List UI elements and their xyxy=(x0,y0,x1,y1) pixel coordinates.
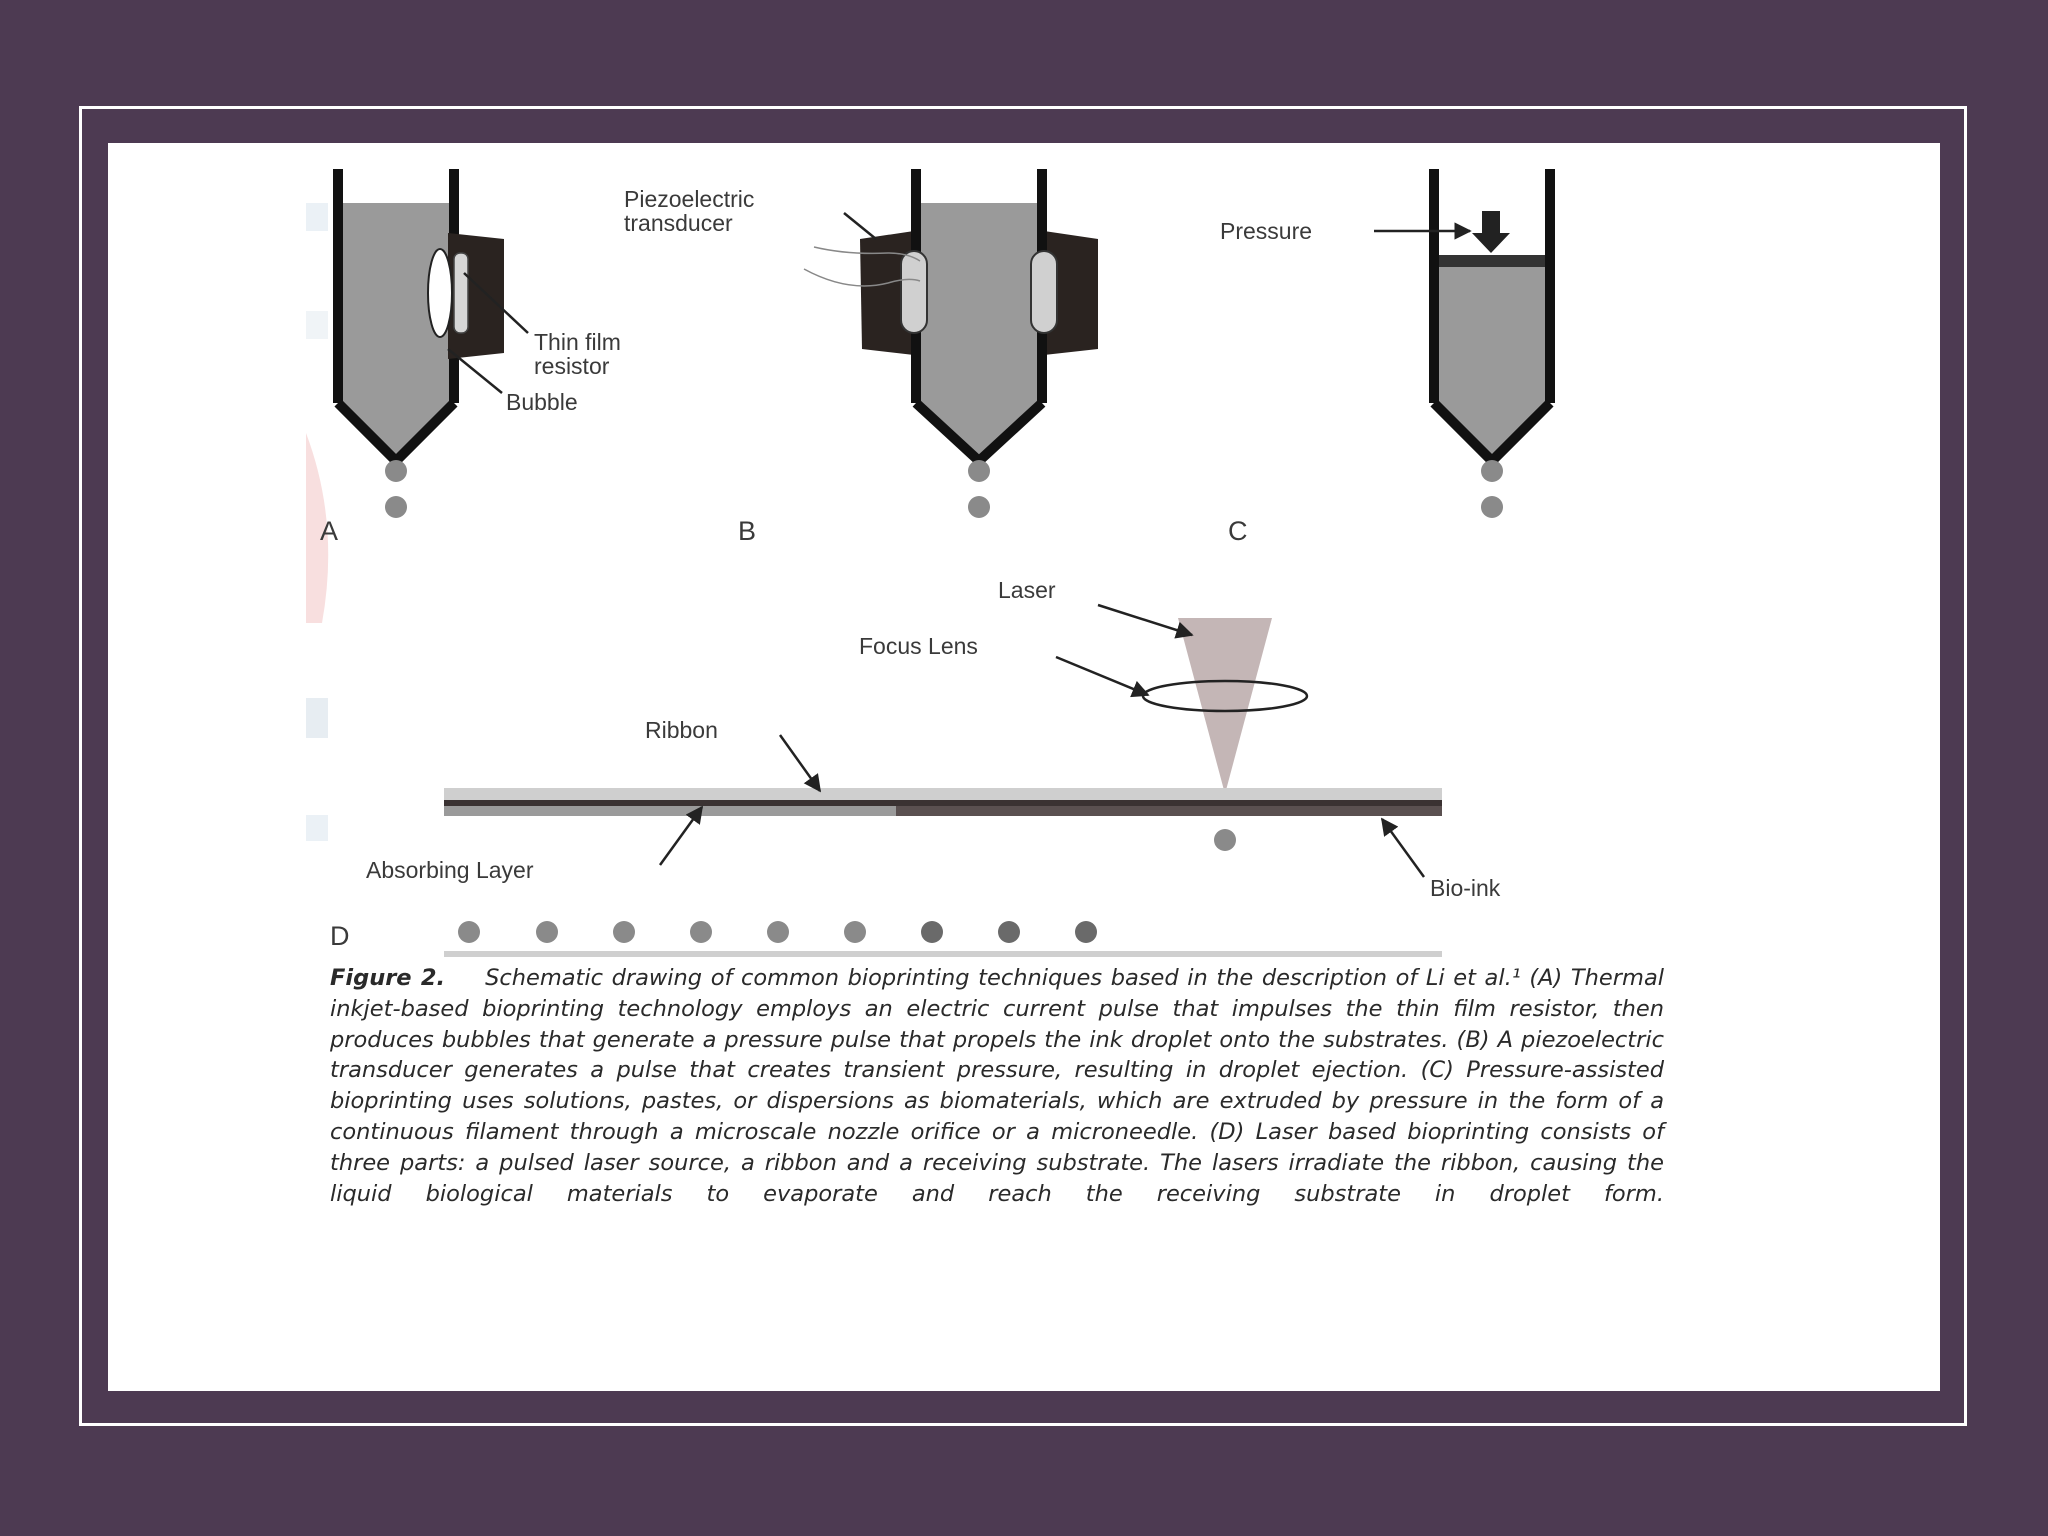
substrate-droplet xyxy=(1075,921,1097,943)
left-edge-artifact xyxy=(306,203,329,841)
figure-caption: Figure 2.Schematic drawing of common bio… xyxy=(330,963,1664,1209)
leader-ribbon xyxy=(778,734,822,793)
panel-letter-d: D xyxy=(330,921,350,951)
leader-bubble xyxy=(447,348,503,394)
substrate-droplet xyxy=(844,921,866,943)
substrate-droplet xyxy=(998,921,1020,943)
label-bio-ink: Bio-ink xyxy=(1430,875,1501,901)
droplet-c-2 xyxy=(1481,496,1503,518)
figure-label: Figure 2. xyxy=(330,965,446,991)
label-thin-film-line2: resistor xyxy=(534,353,610,379)
piston xyxy=(1434,255,1550,267)
leader-laser xyxy=(1097,603,1194,639)
droplet-a-1 xyxy=(385,460,407,482)
panel-c-pressure: Pressure C xyxy=(1220,169,1555,546)
label-absorbing-layer: Absorbing Layer xyxy=(366,857,534,883)
receiving-substrate xyxy=(444,951,1442,957)
nozzle-b-ink xyxy=(916,203,1042,461)
substrate-droplet xyxy=(458,921,480,943)
panel-b-piezoelectric: Piezoelectric transducer B xyxy=(624,169,1098,546)
leader-thin-film xyxy=(463,272,529,334)
thin-film-resistor xyxy=(453,252,469,334)
leader-piezo-thin-1 xyxy=(813,246,921,262)
label-pressure: Pressure xyxy=(1220,218,1312,244)
nozzle-c-ink xyxy=(1434,261,1550,461)
leader-transducer xyxy=(843,212,877,240)
bio-ink-layer-light xyxy=(444,806,896,816)
pressure-arrow xyxy=(1472,211,1510,253)
leader-piezo-thin-2 xyxy=(803,268,921,287)
ribbon xyxy=(444,788,1442,800)
substrate-droplet xyxy=(921,921,943,943)
ejected-droplet xyxy=(1214,829,1236,851)
nozzle-a-ink xyxy=(338,203,454,461)
label-ribbon: Ribbon xyxy=(645,717,718,743)
droplet-b-2 xyxy=(968,496,990,518)
laser-beam xyxy=(1178,618,1272,794)
panel-letter-c: C xyxy=(1228,516,1248,546)
panel-letter-b: B xyxy=(738,516,756,546)
bio-ink-layer-dark xyxy=(896,806,1442,816)
label-laser: Laser xyxy=(998,577,1056,603)
droplet-a-2 xyxy=(385,496,407,518)
substrate-droplet xyxy=(613,921,635,943)
leader-focus-lens xyxy=(1055,655,1150,698)
panel-a-thermal-inkjet: Thin film resistor Bubble A xyxy=(320,169,621,546)
label-bubble: Bubble xyxy=(506,389,578,415)
panel-d-laser: Laser Focus Lens Ribbon Absorbing Layer … xyxy=(330,577,1501,957)
label-focus-lens: Focus Lens xyxy=(859,633,978,659)
absorbing-layer xyxy=(444,800,1442,806)
substrate-droplet xyxy=(690,921,712,943)
caption-text: Schematic drawing of common bioprinting … xyxy=(330,965,1664,1207)
piezo-element-left xyxy=(900,250,928,334)
piezo-element-right xyxy=(1030,250,1058,334)
droplet-b-1 xyxy=(968,460,990,482)
leader-absorbing-layer xyxy=(658,805,704,866)
substrate-droplet xyxy=(536,921,558,943)
droplet-c-1 xyxy=(1481,460,1503,482)
substrate-droplet xyxy=(767,921,789,943)
receiving-substrate-droplets xyxy=(458,921,1097,943)
figure-slide: Thin film resistor Bubble A Piezoelectri… xyxy=(108,143,1940,1391)
label-thin-film-line1: Thin film xyxy=(534,329,621,355)
label-transducer-line1: Piezoelectric xyxy=(624,186,754,212)
bubble xyxy=(427,248,453,338)
slide-frame-border xyxy=(79,106,1967,1426)
panel-letter-a: A xyxy=(320,516,338,546)
leader-bio-ink xyxy=(1380,817,1426,878)
bioprinting-schematic: Thin film resistor Bubble A Piezoelectri… xyxy=(306,169,1555,957)
label-transducer-line2: transducer xyxy=(624,210,733,236)
